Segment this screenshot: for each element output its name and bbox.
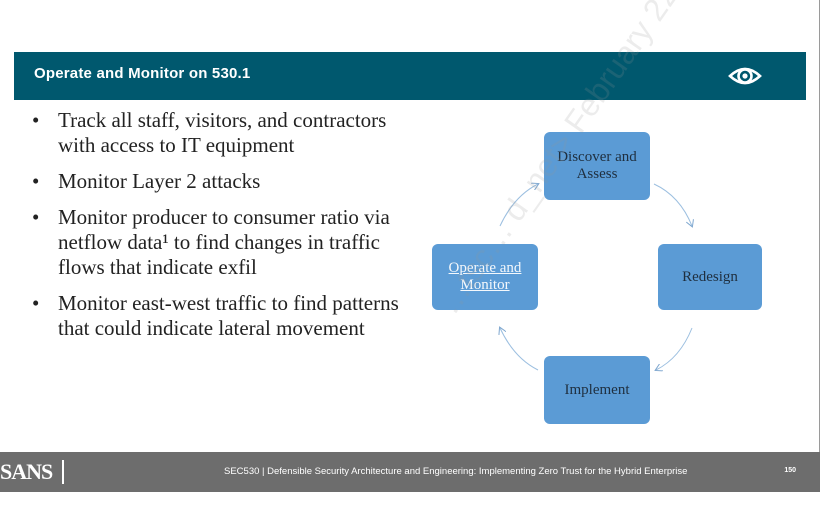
cycle-node-discover: Discover and Assess — [544, 132, 650, 200]
lifecycle-diagram: Discover and Assess Redesign Implement O… — [430, 130, 764, 426]
arrow-discover-to-redesign — [653, 183, 692, 226]
cycle-node-redesign: Redesign — [658, 244, 762, 310]
bullet-item: Monitor producer to consumer ratio via n… — [32, 205, 412, 280]
arrow-operate-to-discover — [499, 184, 538, 227]
bullet-list: Track all staff, visitors, and contracto… — [32, 108, 412, 352]
cycle-node-operate-link[interactable]: Operate and Monitor — [432, 244, 538, 310]
arrow-redesign-to-implement — [656, 327, 693, 370]
bullet-item: Monitor east-west traffic to find patter… — [32, 291, 412, 341]
bullet-item: Monitor Layer 2 attacks — [32, 169, 412, 194]
eye-icon — [728, 67, 762, 85]
page-number: 150 — [784, 467, 796, 474]
bullet-item: Track all staff, visitors, and contracto… — [32, 108, 412, 158]
cycle-arrows — [430, 130, 764, 426]
slide-title: Operate and Monitor on 530.1 — [34, 65, 251, 82]
arrow-implement-to-operate — [500, 328, 539, 371]
course-title: SEC530 | Defensible Security Architectur… — [224, 466, 688, 477]
sans-logo: SANS — [0, 460, 65, 484]
cycle-node-implement: Implement — [544, 356, 650, 424]
slide-header: Operate and Monitor on 530.1 — [14, 52, 806, 100]
slide-footer: SANS SEC530 | Defensible Security Archit… — [0, 452, 820, 492]
